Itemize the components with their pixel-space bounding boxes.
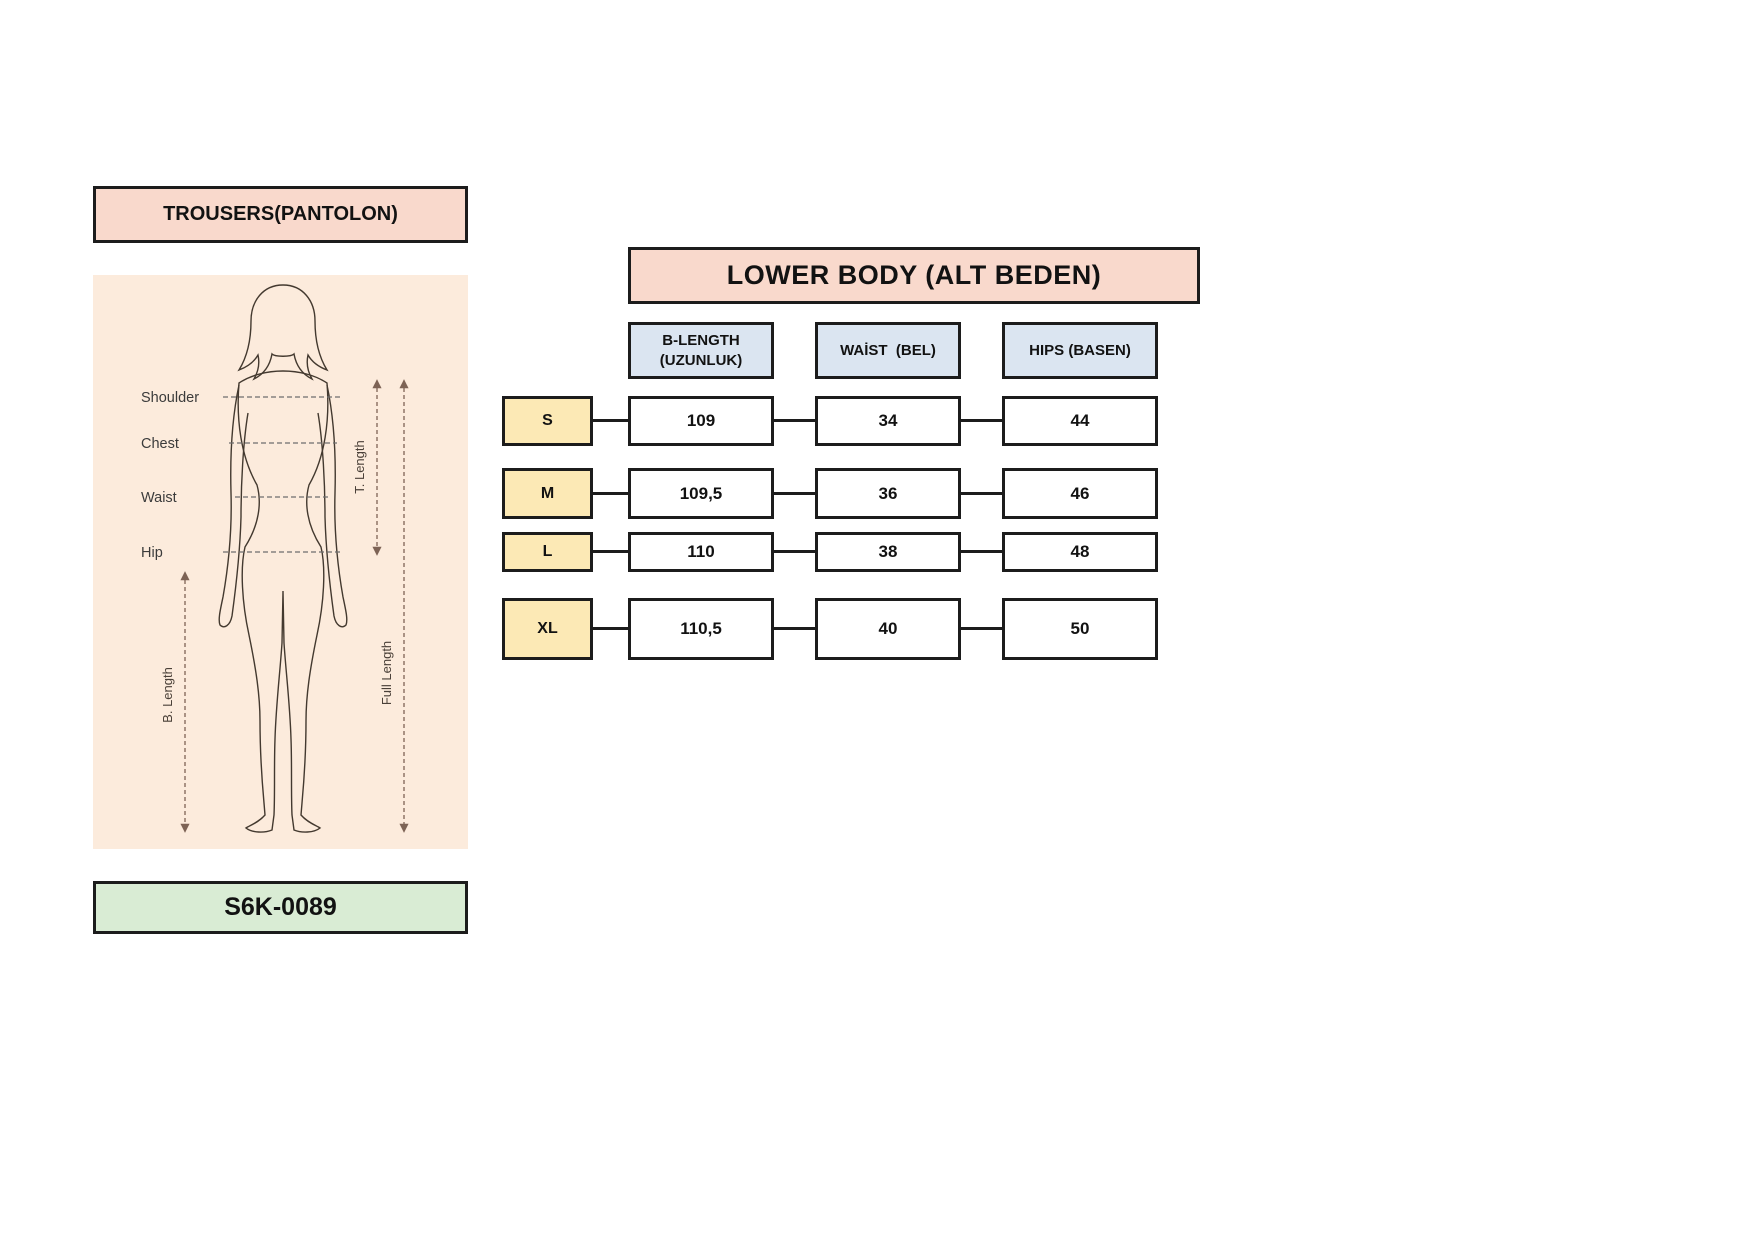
connector-line [591, 627, 630, 630]
connector-line [772, 419, 817, 422]
product-code-box: S6K-0089 [93, 881, 468, 934]
table-row-s: S 109 34 44 [0, 396, 1754, 446]
size-label-m: M [502, 468, 593, 519]
product-category-box: TROUSERS(PANTOLON) [93, 186, 468, 243]
cell-waist-xl: 40 [815, 598, 961, 660]
cell-hips-m: 46 [1002, 468, 1158, 519]
cell-hips-xl: 50 [1002, 598, 1158, 660]
figure-right-arm [317, 384, 348, 628]
cell-b-length-xl: 110,5 [628, 598, 774, 660]
table-row-xl: XL 110,5 40 50 [0, 598, 1754, 660]
chart-title-box: LOWER BODY (ALT BEDEN) [628, 247, 1200, 304]
cell-b-length-m: 109,5 [628, 468, 774, 519]
t-length-label: T. Length [352, 440, 367, 494]
connector-line [772, 550, 817, 553]
connector-line [591, 491, 630, 495]
length-arrows [180, 379, 409, 833]
column-header-b-length: B-LENGTH (UZUNLUK) [628, 322, 774, 379]
product-code-label: S6K-0089 [224, 893, 337, 921]
cell-waist-s: 34 [815, 396, 961, 446]
column-header-hips: HIPS (BASEN) [1002, 322, 1158, 379]
figure-body [237, 370, 329, 833]
waist-label: Waist [141, 490, 177, 506]
figure-head [237, 284, 329, 381]
body-measurement-diagram: Shoulder Chest Waist Hip T. Length Full … [93, 275, 468, 849]
full-length-label: Full Length [379, 641, 394, 705]
table-row-m: M 109,5 36 46 [0, 468, 1754, 519]
connector-line [772, 491, 817, 495]
connector-line [591, 419, 630, 422]
body-level-lines [223, 396, 343, 553]
product-category-label: TROUSERS(PANTOLON) [163, 203, 398, 225]
figure-left-arm [218, 384, 249, 628]
shoulder-label: Shoulder [141, 390, 199, 406]
size-label-xl: XL [502, 598, 593, 660]
table-row-l: L 110 38 48 [0, 532, 1754, 572]
connector-line [959, 419, 1004, 422]
connector-line [959, 550, 1004, 553]
connector-line [772, 627, 817, 630]
size-label-s: S [502, 396, 593, 446]
cell-hips-s: 44 [1002, 396, 1158, 446]
connector-line [959, 491, 1004, 495]
table-header-row: B-LENGTH (UZUNLUK) WAİST (BEL) HIPS (BAS… [0, 322, 1754, 379]
hip-label: Hip [141, 545, 163, 561]
b-length-label: B. Length [160, 667, 175, 723]
cell-waist-l: 38 [815, 532, 961, 572]
body-figure-svg: Shoulder Chest Waist Hip T. Length Full … [141, 284, 409, 833]
connector-line [591, 550, 630, 553]
cell-waist-m: 36 [815, 468, 961, 519]
body-figure [218, 284, 348, 833]
cell-b-length-l: 110 [628, 532, 774, 572]
chart-title: LOWER BODY (ALT BEDEN) [726, 260, 1102, 290]
cell-hips-l: 48 [1002, 532, 1158, 572]
connector-line [959, 627, 1004, 630]
size-label-l: L [502, 532, 593, 572]
cell-b-length-s: 109 [628, 396, 774, 446]
chest-label: Chest [141, 436, 179, 452]
column-header-waist: WAİST (BEL) [815, 322, 961, 379]
